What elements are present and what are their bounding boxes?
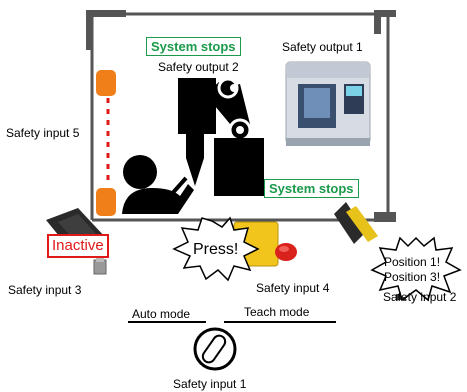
inactive-label: Inactive (47, 234, 109, 258)
system-stops-bottom-label: System stops (264, 179, 359, 198)
robot-arm (178, 77, 264, 196)
position-burst (370, 236, 462, 302)
mode-selector (128, 321, 336, 371)
auto-mode-label: Auto mode (132, 307, 191, 321)
light-curtain (96, 70, 116, 216)
position-3-label: Position 3! (384, 270, 441, 284)
safety-input-1-label: Safety input 1 (173, 377, 247, 391)
safety-output-2-label: Safety output 2 (158, 60, 239, 74)
teach-mode-label: Teach mode (244, 305, 310, 319)
position-1-label: Position 1! (384, 255, 441, 269)
operator-figure (122, 155, 194, 214)
safety-input-2-label: Safety input 2 (383, 290, 457, 304)
safety-output-1-label: Safety output 1 (282, 40, 363, 54)
press-label: Press! (193, 241, 239, 258)
cnc-machine (285, 61, 371, 146)
safety-input-4-label: Safety input 4 (256, 281, 330, 295)
safety-input-5-label: Safety input 5 (6, 126, 80, 140)
system-stops-top-label: System stops (146, 37, 241, 56)
safety-input-3-label: Safety input 3 (8, 283, 82, 297)
press-burst (172, 216, 260, 282)
